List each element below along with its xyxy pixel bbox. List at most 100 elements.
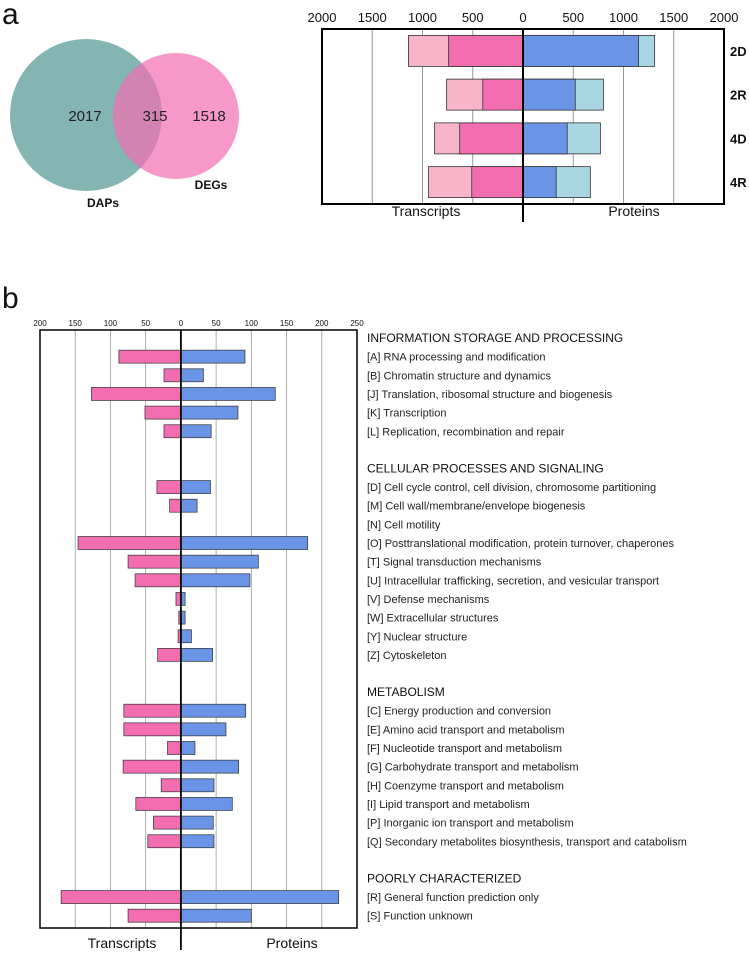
chart-b-bar-transcripts — [134, 573, 182, 588]
chart-b-category-label: [S] Function unknown — [367, 911, 473, 923]
chart-b-xlabel-left: Transcripts — [88, 935, 157, 951]
chart-a-bar — [522, 166, 557, 199]
venn-diagram: 2017 315 1518 DAPs DEGs — [10, 39, 239, 210]
chart-b-bar-proteins — [180, 498, 198, 513]
chart-b-bar-proteins — [180, 536, 309, 550]
chart-b-bar-proteins — [180, 629, 192, 644]
venn-left-label: DAPs — [87, 196, 119, 210]
chart-b-tick-label: 150 — [280, 319, 294, 328]
chart-b-tick-label: 100 — [104, 319, 118, 328]
chart-a-category-label: 4R — [730, 175, 747, 190]
chart-a-bar — [522, 122, 568, 155]
chart-b-bar-transcripts — [144, 405, 182, 420]
chart-b-bar-proteins — [180, 554, 259, 569]
panel-b-letter: b — [2, 282, 19, 315]
chart-a-bar — [459, 122, 524, 155]
chart-b-bar-transcripts — [123, 722, 182, 737]
chart-a-tick-label: 1000 — [408, 10, 437, 25]
chart-b-category-label: [Q] Secondary metabolites biosynthesis, … — [367, 836, 687, 848]
chart-b-category-label: [C] Energy production and conversion — [367, 706, 551, 718]
chart-b-bar-proteins — [180, 387, 276, 401]
chart-b-bar-transcripts — [122, 759, 182, 774]
chart-b-tick-label: 250 — [350, 319, 364, 328]
chart-a-bar — [471, 166, 524, 199]
chart-b-bar-transcripts — [118, 349, 182, 364]
chart-b-bar-proteins — [180, 890, 340, 904]
chart-b-category-label: [R] General function prediction only — [367, 892, 539, 904]
chart-b-tick-label: 200 — [33, 319, 47, 328]
chart-b-bar-proteins — [180, 759, 240, 774]
chart-a-category-label: 4D — [730, 131, 747, 146]
chart-b-category-label: [V] Defense mechanisms — [367, 594, 490, 606]
chart-b-tick-label: 200 — [315, 319, 329, 328]
panel-a-letter: a — [2, 0, 19, 31]
chart-b-bar-transcripts — [163, 368, 182, 383]
chart-a-category-label: 2R — [730, 88, 747, 103]
chart-b-group-heading: METABOLISM — [367, 685, 445, 699]
chart-b-tick-label: 50 — [212, 319, 221, 328]
chart-b-category-label: [Y] Nuclear structure — [367, 631, 467, 643]
chart-b-category-label: [J] Translation, ribosomal structure and… — [367, 389, 613, 401]
chart-b-bar-proteins — [180, 405, 239, 420]
chart-a-bar — [482, 78, 524, 111]
venn-overlap-count: 315 — [142, 108, 167, 125]
chart-b-bar-proteins — [180, 815, 214, 830]
chart-b-bar-transcripts — [156, 480, 182, 494]
venn-right-count: 1518 — [192, 108, 225, 125]
venn-right-label: DEGs — [195, 178, 228, 192]
chart-a-xlabel-left: Transcripts — [392, 203, 461, 219]
chart-b-xlabel-right: Proteins — [266, 935, 317, 951]
chart-b-group-heading: CELLULAR PROCESSES AND SIGNALING — [367, 461, 604, 475]
chart-a-bar — [522, 78, 576, 111]
chart-b-category-label: [G] Carbohydrate transport and metabolis… — [367, 762, 579, 774]
chart-b-bar-transcripts — [127, 554, 182, 569]
chart-a-tick-label: 1500 — [358, 10, 387, 25]
venn-left-count: 2017 — [68, 108, 101, 125]
chart-a-xlabel-right: Proteins — [608, 203, 659, 219]
chart-a-tick-label: 500 — [462, 10, 484, 25]
chart-b-bar-transcripts — [123, 703, 182, 718]
chart-b-bar-proteins — [180, 741, 196, 755]
chart-b-category-label: [P] Inorganic ion transport and metaboli… — [367, 818, 574, 830]
chart-b-bar-transcripts — [147, 834, 182, 849]
chart-b-bar-transcripts — [153, 815, 182, 830]
chart-b-category-label: [O] Posttranslational modification, prot… — [367, 538, 674, 550]
chart-b-bar-transcripts — [135, 797, 182, 811]
chart-b-bar-transcripts — [160, 778, 182, 793]
chart-b-bar-proteins — [180, 722, 227, 737]
chart-b-tick-label: 150 — [69, 319, 83, 328]
chart-a-category-label: 2D — [730, 44, 747, 59]
chart-b-category-label: [B] Chromatin structure and dynamics — [367, 370, 552, 382]
chart-b-bar-transcripts — [91, 387, 182, 401]
chart-a-tick-label: 500 — [562, 10, 584, 25]
chart-a-tick-label: 2000 — [308, 10, 337, 25]
chart-b-bar-proteins — [180, 368, 204, 383]
chart-b-bar-transcripts — [157, 648, 182, 662]
chart-b-category-label: [F] Nucleotide transport and metabolism — [367, 743, 562, 755]
chart-b-bar-transcripts — [127, 908, 182, 923]
chart-b-tick-label: 0 — [179, 319, 184, 328]
chart-b-category-label: [T] Signal transduction mechanisms — [367, 557, 542, 569]
chart-a-bar — [448, 34, 524, 67]
chart-b-bar-proteins — [180, 573, 251, 588]
chart-b-bar-transcripts — [163, 424, 182, 439]
chart-b-bar-proteins — [180, 424, 212, 439]
chart-b-category-label: [U] Intracellular trafficking, secretion… — [367, 575, 659, 587]
chart-b-bar-transcripts — [169, 498, 182, 513]
chart-b-category-label: [D] Cell cycle control, cell division, c… — [367, 482, 656, 494]
chart-b-bar-proteins — [180, 349, 246, 364]
chart-a-tick-label: 0 — [519, 10, 526, 25]
chart-b-category-label: [E] Amino acid transport and metabolism — [367, 724, 564, 736]
chart-b-category-label: [N] Cell motility — [367, 519, 441, 531]
chart-b-category-label: [Z] Cytoskeleton — [367, 650, 446, 662]
chart-b-frame — [39, 329, 358, 929]
chart-b-bar-proteins — [180, 908, 252, 923]
chart-b-bar-proteins — [180, 834, 215, 849]
chart-b-category-label: [I] Lipid transport and metabolism — [367, 799, 530, 811]
chart-b-tick-label: 50 — [141, 319, 150, 328]
chart-b-tick-label: 100 — [245, 319, 259, 328]
chart-a-tick-label: 2000 — [710, 10, 739, 25]
